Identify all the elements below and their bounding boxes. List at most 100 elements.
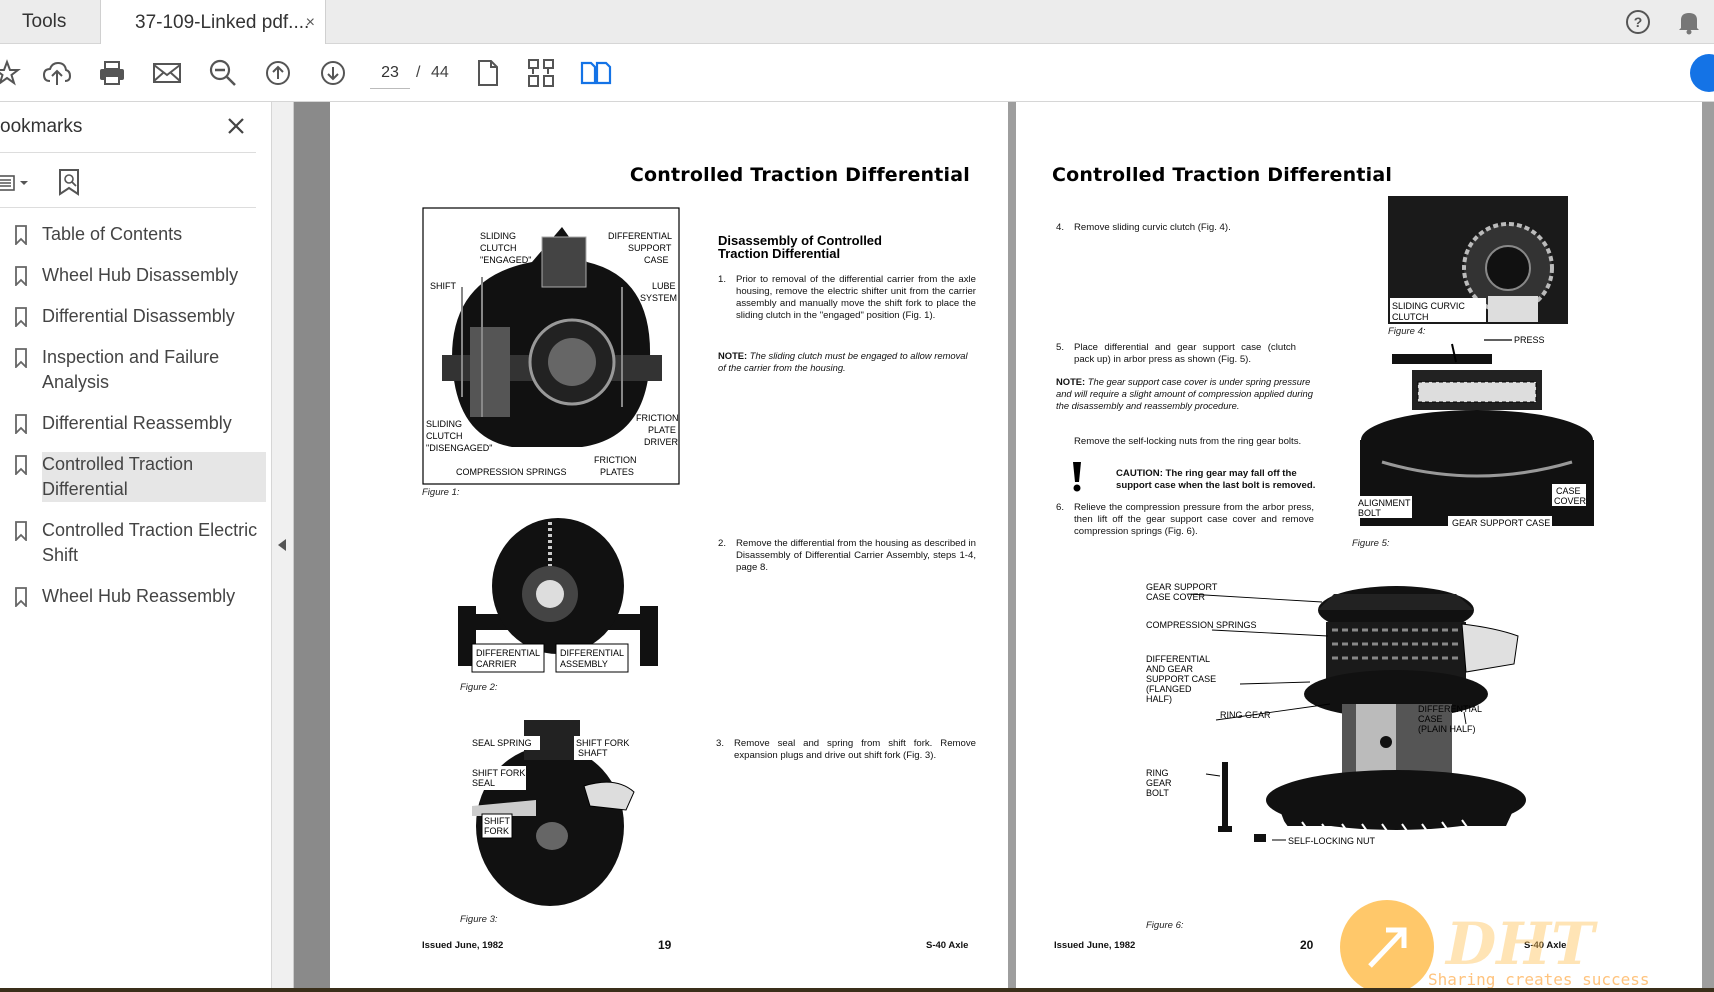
figure-caption: Figure 5: [1352, 538, 1390, 549]
add-bookmark-icon[interactable] [56, 168, 86, 198]
caution-text: CAUTION: The ring gear may fall off the … [1116, 468, 1316, 494]
fig6-label: DIFFERENTIAL [1418, 704, 1482, 714]
bookmarks-panel: ookmarks Table of Contents Wheel Hub Dis… [0, 102, 272, 992]
fig6-label: COMPRESSION SPRINGS [1146, 620, 1257, 630]
fig3-label: SEAL SPRING [472, 738, 532, 748]
fig1-label: CASE [644, 255, 669, 265]
bookmark-controlled-traction-differential[interactable]: Controlled Traction Differential [0, 444, 266, 510]
page-footer-right: S-40 Axle [926, 940, 969, 951]
bookmark-controlled-traction-electric-shift[interactable]: Controlled Traction Electric Shift [0, 510, 266, 576]
fig2-label: DIFFERENTIAL [560, 648, 624, 658]
fig2-label: ASSEMBLY [560, 659, 608, 669]
bookmark-icon [0, 518, 42, 541]
document-viewer[interactable]: Controlled Traction Differential SLIDING… [294, 102, 1714, 990]
step-number: 5. [1056, 342, 1065, 353]
toolbar: 23 / 44 [0, 44, 1714, 102]
step-number: 6. [1056, 502, 1065, 513]
fig6-label: (PLAIN HALF) [1418, 724, 1476, 734]
step-3: 3. Remove seal and spring from shift for… [716, 738, 976, 768]
figure-caption: Figure 6: [1146, 920, 1184, 931]
notification-bell-icon[interactable] [1674, 7, 1704, 37]
cloud-upload-icon[interactable] [40, 57, 74, 89]
two-page-view-icon[interactable] [579, 57, 613, 89]
help-icon[interactable]: ? [1623, 7, 1653, 37]
fig1-label: "ENGAGED" [480, 255, 531, 265]
remove-nuts-text: Remove the self-locking nuts from the ri… [1074, 436, 1314, 450]
two-page-scroll-icon[interactable] [524, 57, 558, 89]
figure-caption: Figure 4: [1388, 326, 1426, 337]
tab-tools-label: Tools [22, 11, 67, 32]
zoom-out-icon[interactable] [206, 57, 240, 89]
bookmark-label: Differential Reassembly [42, 413, 232, 433]
svg-text:?: ? [1634, 14, 1643, 30]
fig1-label: SUPPORT [628, 243, 672, 253]
watermark-badge [1340, 900, 1434, 990]
tab-tools[interactable]: Tools [0, 0, 100, 44]
fig4-label: SLIDING CURVIC [1392, 301, 1465, 311]
bottom-edge [0, 988, 1714, 992]
fig3-label: SHIFT FORK [472, 768, 525, 778]
bookmark-wheel-hub-disassembly[interactable]: Wheel Hub Disassembly [0, 255, 266, 296]
tab-document[interactable]: 37-109-Linked pdf.... × [100, 0, 326, 45]
fig1-label: COMPRESSION SPRINGS [456, 467, 567, 477]
caution: CAUTION: The ring gear may fall off the … [1116, 468, 1316, 491]
fig1-label: DRIVER [644, 437, 679, 447]
star-icon[interactable] [0, 57, 24, 89]
page-number-input[interactable]: 23 [370, 57, 410, 89]
figure-4: SLIDING CURVIC CLUTCH [1388, 196, 1568, 324]
bookmark-label: Controlled Traction Differential [42, 452, 266, 502]
bookmark-label: Table of Contents [42, 224, 183, 244]
bookmark-icon [0, 584, 42, 607]
bookmark-icon [0, 452, 42, 475]
print-icon[interactable] [95, 57, 129, 89]
note-label: NOTE: [1056, 376, 1086, 387]
fig6-label: RING [1146, 768, 1169, 778]
tab-document-label: 37-109-Linked pdf.... [135, 11, 310, 33]
note: NOTE: The gear support case cover is und… [1056, 376, 1314, 412]
figure-caption: Figure 1: [422, 487, 460, 498]
bookmark-table-of-contents[interactable]: Table of Contents [0, 214, 266, 255]
page-up-icon[interactable] [261, 57, 295, 89]
note: NOTE: The sliding clutch must be engaged… [718, 350, 976, 374]
bookmark-differential-disassembly[interactable]: Differential Disassembly [0, 296, 266, 337]
fig6-label: HALF) [1146, 694, 1172, 704]
fig5-label: GEAR SUPPORT CASE [1452, 518, 1550, 528]
figure-caption: Figure 3: [460, 914, 498, 925]
fig1-label: FRICTION [636, 413, 679, 423]
bookmark-tools [0, 162, 256, 206]
bookmark-wheel-hub-reassembly[interactable]: Wheel Hub Reassembly [0, 576, 266, 617]
fig1-label: "DISENGAGED" [426, 443, 492, 453]
bookmarks-panel-title: ookmarks [0, 116, 83, 137]
bookmark-icon [0, 222, 42, 245]
fig1-label: PLATES [600, 467, 634, 477]
account-avatar[interactable] [1690, 54, 1714, 92]
note-text: The gear support case cover is under spr… [1056, 376, 1313, 411]
page-footer-number: 20 [1300, 938, 1314, 952]
figure-6: GEAR SUPPORT CASE COVER COMPRESSION SPRI… [1146, 564, 1526, 854]
watermark-tagline: Sharing creates success [1428, 970, 1650, 989]
options-menu-icon[interactable] [0, 170, 36, 196]
page-footer-right: S-40 Axle [1524, 940, 1567, 951]
fig5-label: BOLT [1358, 508, 1381, 518]
bookmark-differential-reassembly[interactable]: Differential Reassembly [0, 403, 266, 444]
step-text: Remove sliding curvic clutch (Fig. 4). [1074, 222, 1231, 233]
page-19: Controlled Traction Differential SLIDING… [330, 102, 1008, 990]
fig3-label: SHIFT FORK [576, 738, 629, 748]
single-page-icon[interactable] [471, 57, 505, 89]
viewer-gutter [294, 102, 330, 990]
figure-2: DIFFERENTIAL CARRIER DIFFERENTIAL ASSEMB… [458, 514, 658, 684]
fig1-label: DIFFERENTIAL [608, 231, 672, 241]
page-down-icon[interactable] [316, 57, 350, 89]
close-panel-button[interactable] [222, 112, 250, 140]
bookmark-inspection-failure-analysis[interactable]: Inspection and Failure Analysis [0, 337, 266, 403]
fig6-label: RING GEAR [1220, 710, 1271, 720]
mail-icon[interactable] [150, 57, 184, 89]
fig3-label: SEAL [472, 778, 495, 788]
fig6-label: (FLANGED [1146, 684, 1192, 694]
fig6-label: CASE [1418, 714, 1443, 724]
page-footer-number: 19 [658, 938, 672, 952]
fig6-label: GEAR [1146, 778, 1172, 788]
note-text: The sliding clutch must be engaged to al… [718, 350, 968, 373]
tab-close-button[interactable]: × [305, 13, 315, 31]
collapse-panel-handle[interactable] [272, 102, 294, 992]
